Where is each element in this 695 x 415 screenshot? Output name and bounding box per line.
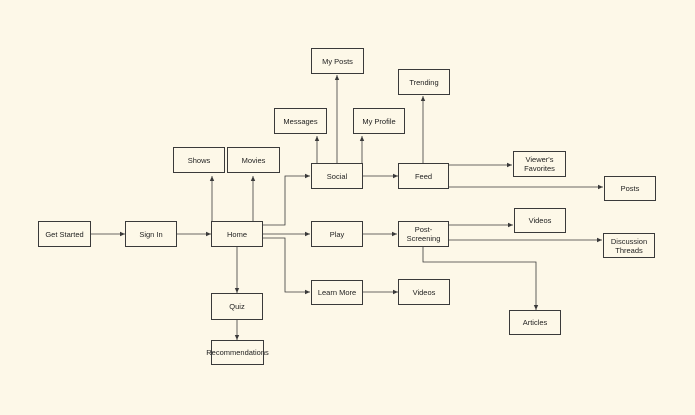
videos-post-screening-node: Videos (514, 208, 566, 233)
edge-home-learn-more (263, 237, 310, 295)
shows-node: Shows (173, 147, 225, 173)
get-started-node: Get Started (38, 221, 91, 247)
discussion-threads-node: Discussion Threads (603, 233, 655, 258)
home-node: Home (211, 221, 263, 247)
quiz-node: Quiz (211, 293, 263, 320)
social-node: Social (311, 163, 363, 189)
trending-node: Trending (398, 69, 450, 95)
my-profile-node: My Profile (353, 108, 405, 134)
videos-learn-more-node: Videos (398, 279, 450, 305)
play-node: Play (311, 221, 363, 247)
post-screening-node: Post-Screening (398, 221, 449, 247)
feed-node: Feed (398, 163, 449, 189)
movies-node: Movies (227, 147, 280, 173)
recommendations-node: Recommendations (206, 340, 269, 365)
viewers-favorites-node: Viewer's Favorites (513, 151, 566, 177)
edge-home-social (263, 173, 310, 226)
edge-post-screening-articles (422, 247, 539, 310)
articles-node: Articles (509, 310, 561, 335)
learn-more-node: Learn More (311, 280, 363, 305)
sign-in-node: Sign In (125, 221, 177, 247)
messages-node: Messages (274, 108, 327, 134)
posts-node: Posts (604, 176, 656, 201)
my-posts-node: My Posts (311, 48, 364, 74)
